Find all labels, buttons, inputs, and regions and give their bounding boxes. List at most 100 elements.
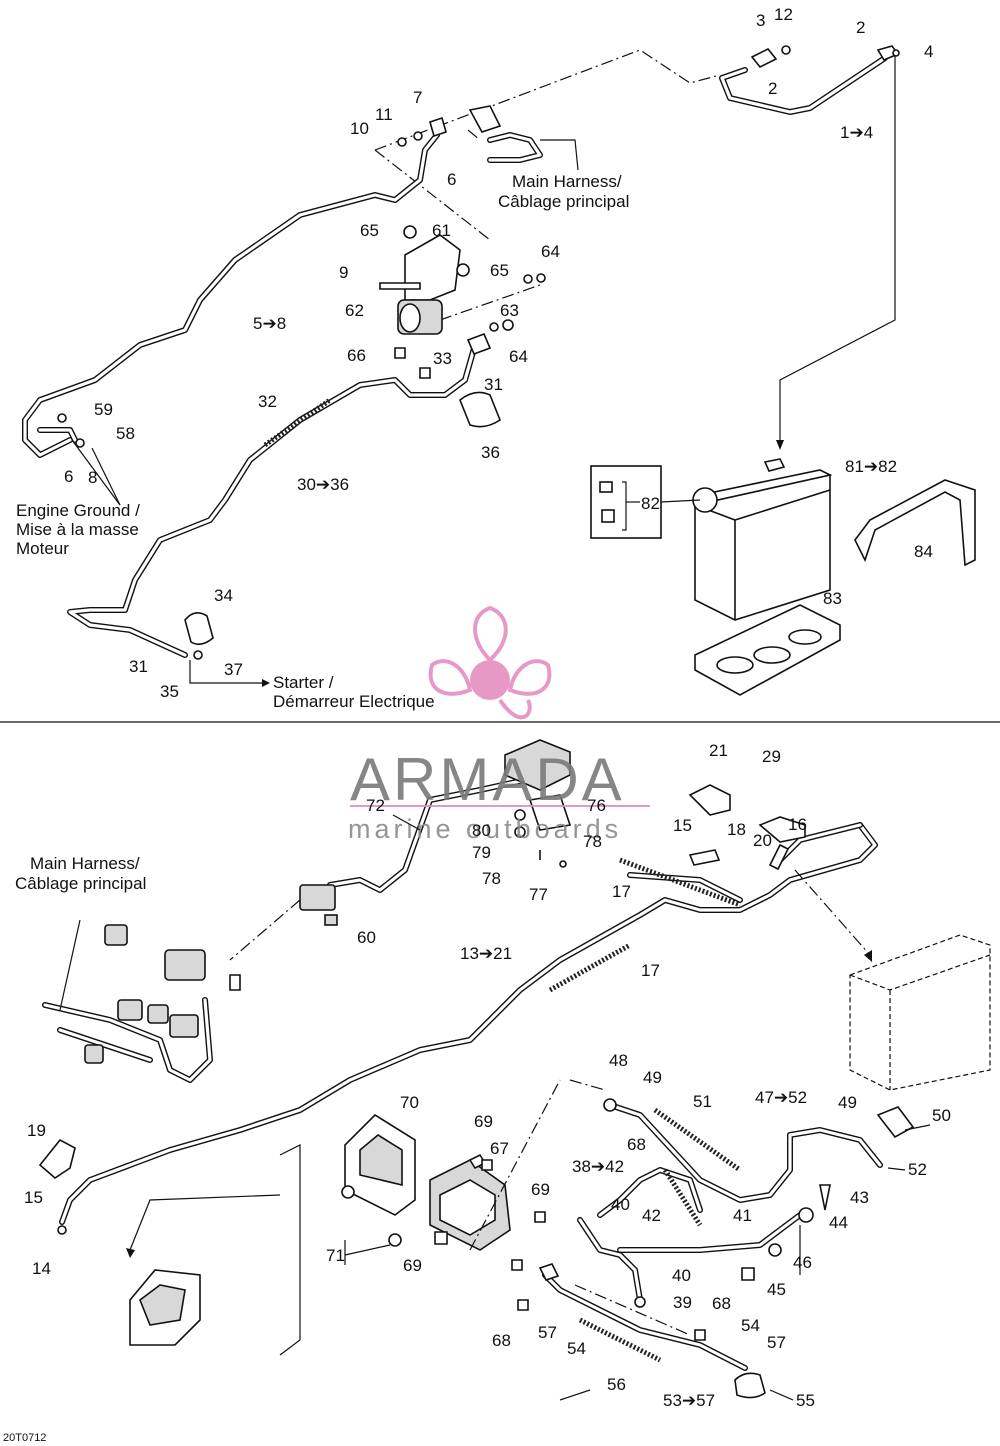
callout: 59 <box>94 400 113 419</box>
callout: 11 <box>375 105 393 124</box>
cable-5-8 <box>22 116 447 458</box>
callout: 79 <box>472 843 491 862</box>
main-harness-label: Main Harness/ <box>512 172 622 191</box>
callout: 53➔57 <box>663 1391 715 1410</box>
callout: 69 <box>474 1112 493 1131</box>
callout: 30➔36 <box>297 475 349 494</box>
relay-76 <box>504 739 572 868</box>
callout: 84 <box>914 542 933 561</box>
starter-solenoid <box>379 225 546 379</box>
callout: 37 <box>224 660 243 679</box>
sleeve-17-a <box>619 857 741 908</box>
callout: 19 <box>27 1121 46 1140</box>
callout: 63 <box>500 301 519 320</box>
callout: 69 <box>531 1180 550 1199</box>
starter-label: Starter / <box>273 673 334 692</box>
callout: 83 <box>823 589 842 608</box>
main-harness-label: Câblage principal <box>498 192 629 211</box>
callout: 10 <box>350 119 369 138</box>
watermark-brand: ARMADA <box>350 746 625 813</box>
callout: 77 <box>529 885 548 904</box>
cable-1-4 <box>719 45 900 115</box>
callout: 12 <box>774 5 793 24</box>
sleeve-41 <box>662 1168 703 1227</box>
callout: 56 <box>607 1375 626 1394</box>
callout: 68 <box>492 1331 511 1350</box>
callout: 49 <box>838 1093 857 1112</box>
callout: 66 <box>347 346 366 365</box>
callout: 42 <box>642 1206 661 1225</box>
callout: 48 <box>609 1051 628 1070</box>
callout: 69 <box>403 1256 422 1275</box>
battery-strap <box>854 479 976 567</box>
callout: 2 <box>768 79 777 98</box>
callout: 55 <box>796 1391 815 1410</box>
callout: 35 <box>160 682 179 701</box>
sleeve-32 <box>263 397 332 448</box>
cable-30-36 <box>67 332 501 660</box>
callout: 47➔52 <box>755 1088 807 1107</box>
callout: 51 <box>693 1092 712 1111</box>
callout: 31 <box>484 375 503 394</box>
upper-labels: 3 12 2 4 2 1➔4 7 11 10 6 65 61 9 65 64 6… <box>16 5 933 711</box>
hardware-43-46 <box>741 1184 831 1281</box>
main-harness-connector-top <box>468 105 579 171</box>
callout: 2 <box>856 18 865 37</box>
callout: 78 <box>482 869 501 888</box>
lower-leaders <box>392 814 931 1401</box>
callout: 32 <box>258 392 277 411</box>
main-harness-label: Câblage principal <box>15 874 146 893</box>
watermark-tagline: marine outboards <box>348 814 622 844</box>
callout: 70 <box>400 1093 419 1112</box>
callout: 67 <box>490 1139 509 1158</box>
main-harness-assembly <box>42 919 241 1083</box>
callout: 76 <box>587 796 606 815</box>
cable-53-57 <box>538 1263 766 1399</box>
sleeve-17-b <box>548 942 632 993</box>
starter-relay-assembly <box>341 1079 606 1311</box>
callout: 57 <box>538 1323 557 1342</box>
callout: 13➔21 <box>460 944 512 963</box>
callout: 82 <box>641 494 660 513</box>
callout: 64 <box>509 347 528 366</box>
callout: 80 <box>472 821 491 840</box>
drawing-code: 20T0712 <box>3 1432 46 1444</box>
callout: 6 <box>64 467 73 486</box>
callout: 7 <box>413 88 422 107</box>
callout: 40 <box>611 1195 630 1214</box>
callout: 38➔42 <box>572 1157 624 1176</box>
battery-tray <box>694 604 841 696</box>
callout: 21 <box>709 741 728 760</box>
callout: 60 <box>357 928 376 947</box>
ecm-module <box>126 1144 301 1356</box>
cap-29 <box>758 816 806 843</box>
callout: 54 <box>741 1316 760 1335</box>
callout: 20 <box>753 831 772 850</box>
callout: 54 <box>567 1339 586 1358</box>
propeller-logo-icon <box>428 605 552 720</box>
battery <box>692 458 833 621</box>
battery-ref <box>849 934 991 1091</box>
callout: 39 <box>673 1293 692 1312</box>
callout: 68 <box>712 1294 731 1313</box>
callout: 4 <box>924 42 933 61</box>
callout: 17 <box>612 882 631 901</box>
callout: 61 <box>432 221 451 240</box>
callout: 3 <box>756 11 765 30</box>
upper-section <box>22 45 976 696</box>
callout: 16 <box>788 815 807 834</box>
cap-21 <box>688 784 731 816</box>
callout: 29 <box>762 747 781 766</box>
callout: 40 <box>672 1266 691 1285</box>
callout: 8 <box>88 468 97 487</box>
callout: 46 <box>793 1253 812 1272</box>
callout: 81➔82 <box>845 457 897 476</box>
connector-19 <box>38 1138 76 1180</box>
callout: 43 <box>850 1188 869 1207</box>
callout: 6 <box>447 170 456 189</box>
callout: 15 <box>673 816 692 835</box>
callout: 65 <box>490 261 509 280</box>
lower-labels: 21 29 72 76 80 78 79 78 77 15 18 16 20 1… <box>15 741 951 1410</box>
